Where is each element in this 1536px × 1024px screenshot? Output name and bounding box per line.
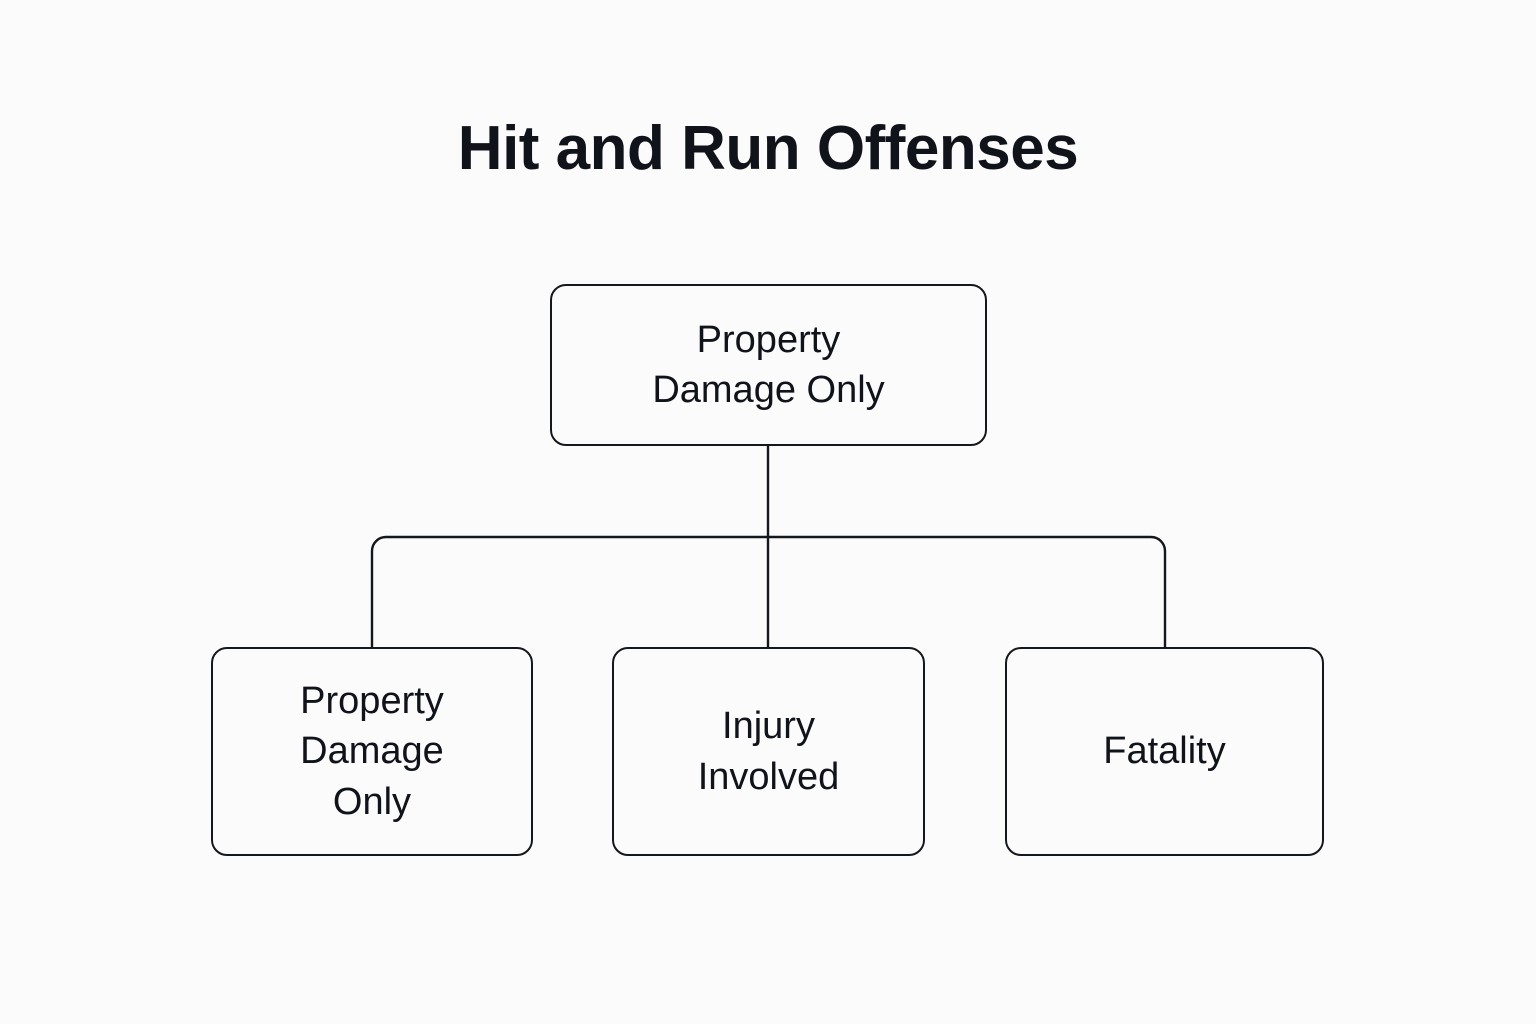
node-injury-involved-label: Injury Involved [697,705,840,798]
node-injury-involved[interactable]: Injury Involved [612,647,925,856]
node-root-label: Property Damage Only [652,318,885,411]
page-title: Hit and Run Offenses [457,114,1079,183]
node-root[interactable]: Property Damage Only [550,284,987,446]
connector-bus [370,535,1167,648]
node-property-damage-only-label: Property Damage Only [300,680,444,823]
node-fatality-label: Fatality [1103,730,1226,773]
node-property-damage-only[interactable]: Property Damage Only [211,647,533,856]
node-fatality[interactable]: Fatality [1005,647,1324,856]
